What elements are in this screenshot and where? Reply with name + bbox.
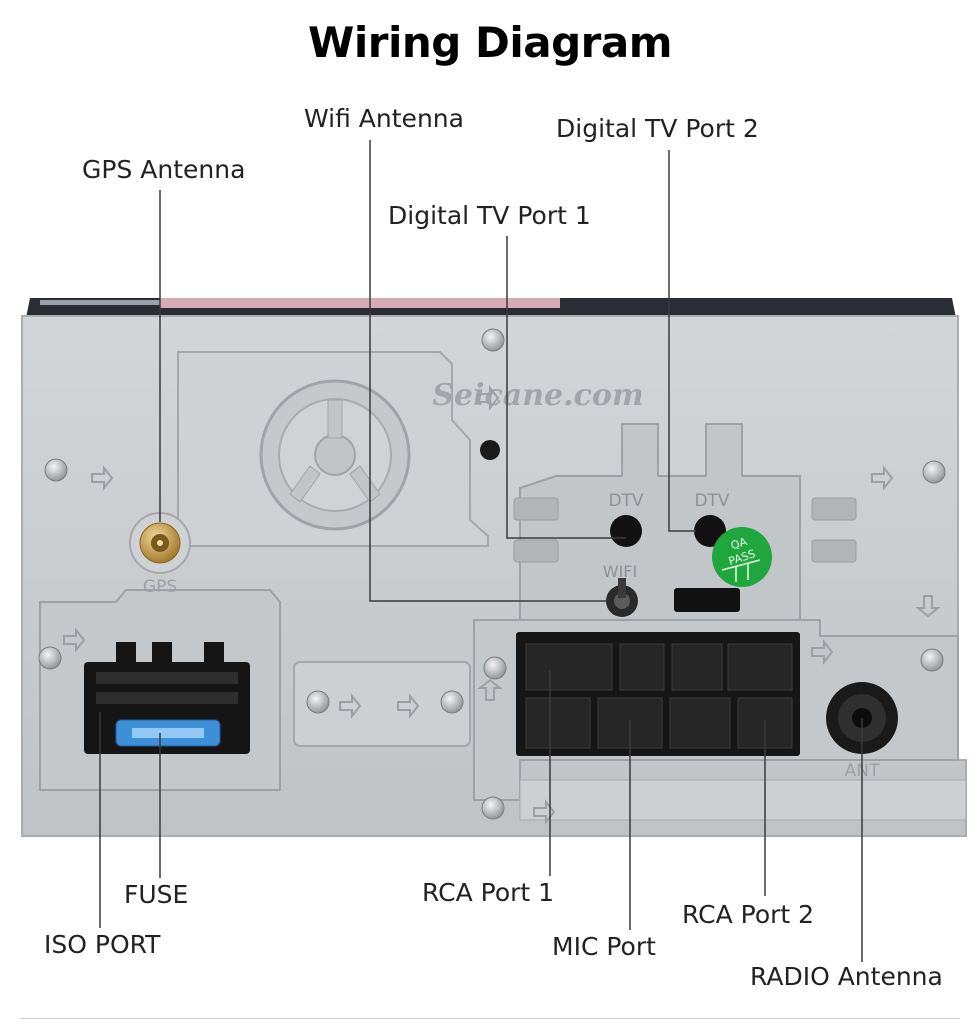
fuse <box>115 719 221 747</box>
qa-pass-sticker: QA PASS <box>712 527 772 587</box>
screw-icon <box>481 796 505 820</box>
callout-digital-tv-port-1: Digital TV Port 1 <box>388 201 591 230</box>
arrow-icon <box>811 639 834 665</box>
rca-mic-connector-block <box>516 632 800 756</box>
arrow-icon <box>91 465 114 491</box>
watermark: Seicane.com <box>432 378 643 413</box>
screws <box>38 328 946 820</box>
leader-digital-tv-port-2 <box>668 150 696 532</box>
leader-digital-tv-port-1 <box>506 236 626 539</box>
callout-digital-tv-port-2: Digital TV Port 2 <box>556 114 759 143</box>
arrow-icon <box>397 693 420 719</box>
callout-iso-port: ISO PORT <box>44 930 161 959</box>
bottom-divider <box>20 1018 960 1019</box>
callout-rca-port-1: RCA Port 1 <box>422 878 555 907</box>
callout-gps-antenna: GPS Antenna <box>82 155 246 184</box>
arrow-icon <box>871 465 894 491</box>
screw-icon <box>481 328 505 352</box>
wifi-antenna-port <box>606 578 638 617</box>
arrow-icon <box>339 693 362 719</box>
gps-antenna-connector <box>129 512 191 574</box>
digital-tv-port-1 <box>610 515 642 547</box>
screw-icon <box>44 458 68 482</box>
qa-text: QA <box>729 535 749 553</box>
arrow-icon <box>477 385 500 411</box>
arrow-icon <box>477 678 503 701</box>
screw-icon <box>483 656 507 680</box>
leader-lines <box>99 140 863 962</box>
panel-body <box>21 315 967 837</box>
screw-icon <box>306 690 330 714</box>
screw-icon <box>922 460 946 484</box>
screw-icon <box>440 690 464 714</box>
callout-radio-antenna: RADIO Antenna <box>750 962 943 991</box>
arrow-icon <box>63 627 86 653</box>
page-title: Wiring Diagram <box>308 18 672 67</box>
callout-mic-port: MIC Port <box>552 932 656 961</box>
direction-arrows <box>63 385 941 825</box>
callout-wifi-antenna: Wifi Antenna <box>304 104 464 133</box>
wifi-marking: WIFI <box>603 562 637 581</box>
top-rim <box>26 298 956 318</box>
fan-vent-emblem <box>259 379 411 531</box>
callout-rca-port-2: RCA Port 2 <box>682 900 815 929</box>
callout-fuse: FUSE <box>124 880 189 909</box>
screw-icon <box>38 646 62 670</box>
dtv-marking-2: DTV <box>694 491 729 511</box>
mounting-hole <box>480 440 500 460</box>
usb-slot <box>674 588 740 612</box>
gps-marking: GPS <box>143 577 177 597</box>
screw-icon <box>920 648 944 672</box>
arrow-icon <box>915 595 941 618</box>
dtv-marking-1: DTV <box>608 491 643 511</box>
leader-wifi-antenna <box>369 140 606 602</box>
